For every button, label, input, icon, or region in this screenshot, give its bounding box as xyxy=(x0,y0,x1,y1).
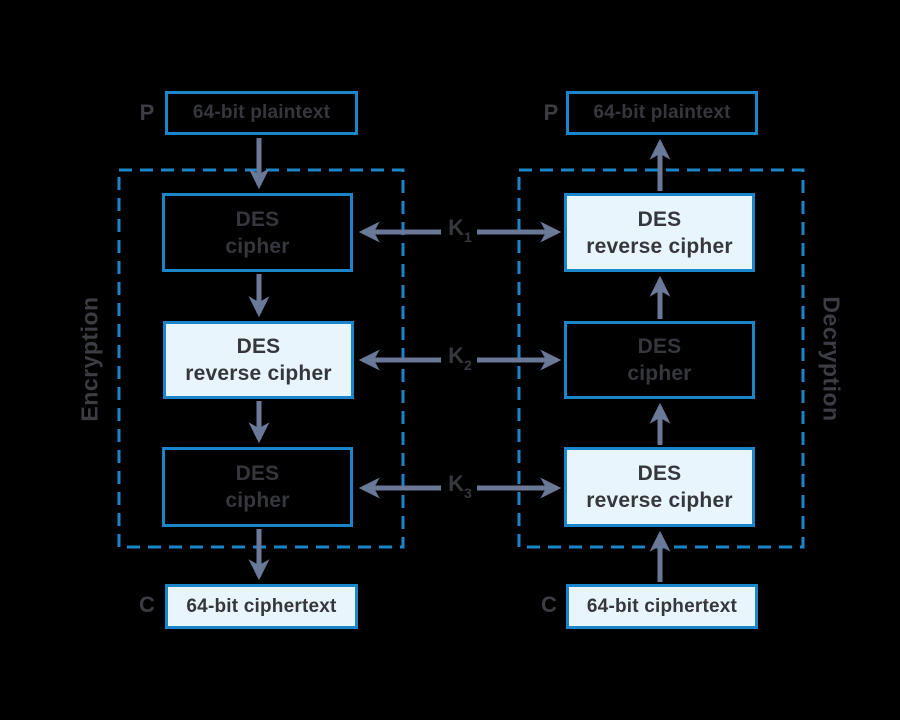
encryption-des-cipher-1-box: DES cipher xyxy=(162,193,353,272)
decryption-ciphertext-text: 64-bit ciphertext xyxy=(586,595,738,617)
stage-text-line1: DES xyxy=(637,335,682,358)
encryption-plaintext-text: 64-bit plaintext xyxy=(192,102,331,123)
decryption-ciphertext-letter: C xyxy=(541,592,557,617)
encryption-ciphertext-letter: C xyxy=(139,592,155,617)
encryption-ciphertext-box: 64-bit ciphertext xyxy=(165,584,358,629)
decryption-plaintext-letter: P xyxy=(543,100,559,125)
stage-text-line2: cipher xyxy=(225,234,290,258)
decryption-des-cipher-box: DES cipher xyxy=(564,321,755,399)
encryption-plaintext-letter: P xyxy=(139,100,155,125)
encryption-section-label: Encryption xyxy=(76,296,103,422)
stage-text-line1: DES xyxy=(235,462,280,485)
stage-text-line1: DES xyxy=(637,462,682,485)
key-3-subscript: 3 xyxy=(464,485,472,501)
decryption-des-reverse-cipher-2-box: DES reverse cipher xyxy=(564,447,755,527)
encryption-ciphertext-text: 64-bit ciphertext xyxy=(186,595,337,617)
decryption-section-label: Decryption xyxy=(818,296,845,422)
stage-text-line1: DES xyxy=(236,335,281,358)
key-1-base: K xyxy=(448,215,465,240)
decryption-des-reverse-cipher-1-box: DES reverse cipher xyxy=(564,193,755,272)
key-1-label: K1 xyxy=(448,215,472,245)
key-2-base: K xyxy=(448,343,465,368)
decryption-plaintext-box: 64-bit plaintext xyxy=(566,91,758,135)
stage-text-line2: reverse cipher xyxy=(185,362,332,385)
encryption-plaintext-box: 64-bit plaintext xyxy=(165,91,358,135)
key-2-subscript: 2 xyxy=(464,357,472,373)
key-1-subscript: 1 xyxy=(464,229,472,245)
key-3-base: K xyxy=(448,471,465,496)
key-2-label: K2 xyxy=(448,343,472,373)
stage-text-line2: cipher xyxy=(225,489,290,512)
stage-text-line2: reverse cipher xyxy=(586,234,733,258)
decryption-plaintext-text: 64-bit plaintext xyxy=(593,102,731,123)
encryption-des-reverse-cipher-box: DES reverse cipher xyxy=(163,321,354,399)
decryption-ciphertext-box: 64-bit ciphertext xyxy=(566,584,758,629)
stage-text-line1: DES xyxy=(235,207,280,231)
stage-text-line2: cipher xyxy=(627,362,692,385)
key-3-label: K3 xyxy=(448,471,472,501)
stage-text-line1: DES xyxy=(637,207,682,231)
encryption-des-cipher-2-box: DES cipher xyxy=(162,447,353,527)
stage-text-line2: reverse cipher xyxy=(586,489,733,512)
